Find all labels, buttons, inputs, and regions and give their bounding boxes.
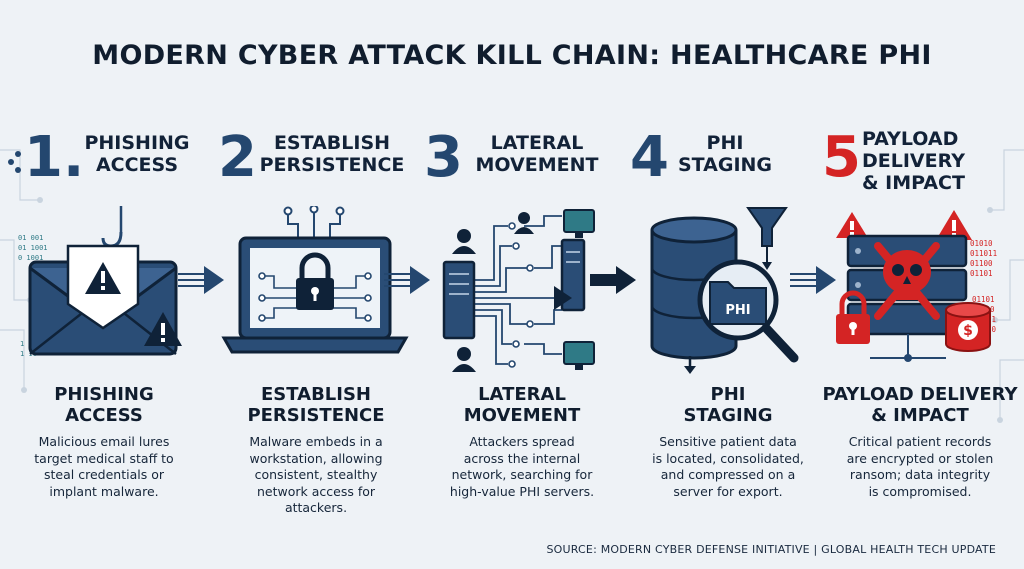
arrow-right-icon [178, 266, 224, 294]
monitor-icon [563, 209, 595, 370]
server-tower-icon [442, 260, 476, 340]
arrow-right-icon [590, 266, 636, 294]
step-number: 4 [630, 125, 669, 190]
database-staging-illustration: PHI [650, 207, 799, 374]
step-number: 2 [218, 125, 257, 190]
step-number: 1. [24, 125, 85, 190]
ransom-coins-icon: $ [945, 302, 991, 352]
svg-text:01100: 01100 [970, 259, 993, 268]
server-tower-icon [560, 238, 586, 312]
step-number: 3 [424, 125, 463, 190]
phishing-email-illustration: 01 001 01 1001 0 1001 1 1 1 10 [18, 206, 182, 358]
network-lines-icon [472, 215, 562, 365]
network-movement-illustration [442, 209, 595, 372]
svg-text:01101: 01101 [970, 269, 993, 278]
source-credit: SOURCE: MODERN CYBER DEFENSE INITIATIVE … [546, 543, 996, 556]
ransomware-impact-illustration: 01010 011011 01100 01101 01101 01100 001… [836, 210, 997, 362]
arrow-right-icon [384, 266, 430, 294]
hacker-icon [452, 212, 534, 372]
svg-text:01101: 01101 [972, 295, 995, 304]
svg-text:01 1001: 01 1001 [18, 244, 48, 252]
svg-text:0 1001: 0 1001 [18, 254, 43, 262]
svg-text:1 1: 1 1 [20, 340, 33, 348]
binary-text: 01 001 [18, 234, 43, 242]
svg-text:011011: 011011 [970, 249, 997, 258]
laptop-lock-illustration [221, 206, 409, 354]
step-number: 5 [822, 125, 861, 190]
page-title: MODERN CYBER ATTACK KILL CHAIN: HEALTHCA… [92, 40, 932, 71]
skull-crossbones-icon [874, 242, 940, 320]
funnel-icon [746, 207, 788, 247]
folder-icon [709, 281, 767, 325]
folder-label: PHI [725, 303, 750, 318]
dots-icon [8, 151, 21, 173]
binary-red-text: 01010 [970, 239, 993, 248]
svg-text:$: $ [963, 323, 973, 339]
arrow-right-icon [790, 266, 836, 294]
step-title: PAYLOAD DELIVERY& IMPACT [822, 384, 1018, 426]
padlock-red-icon [836, 290, 870, 344]
padlock-icon [299, 252, 331, 280]
svg-text:1 10: 1 10 [20, 350, 37, 358]
